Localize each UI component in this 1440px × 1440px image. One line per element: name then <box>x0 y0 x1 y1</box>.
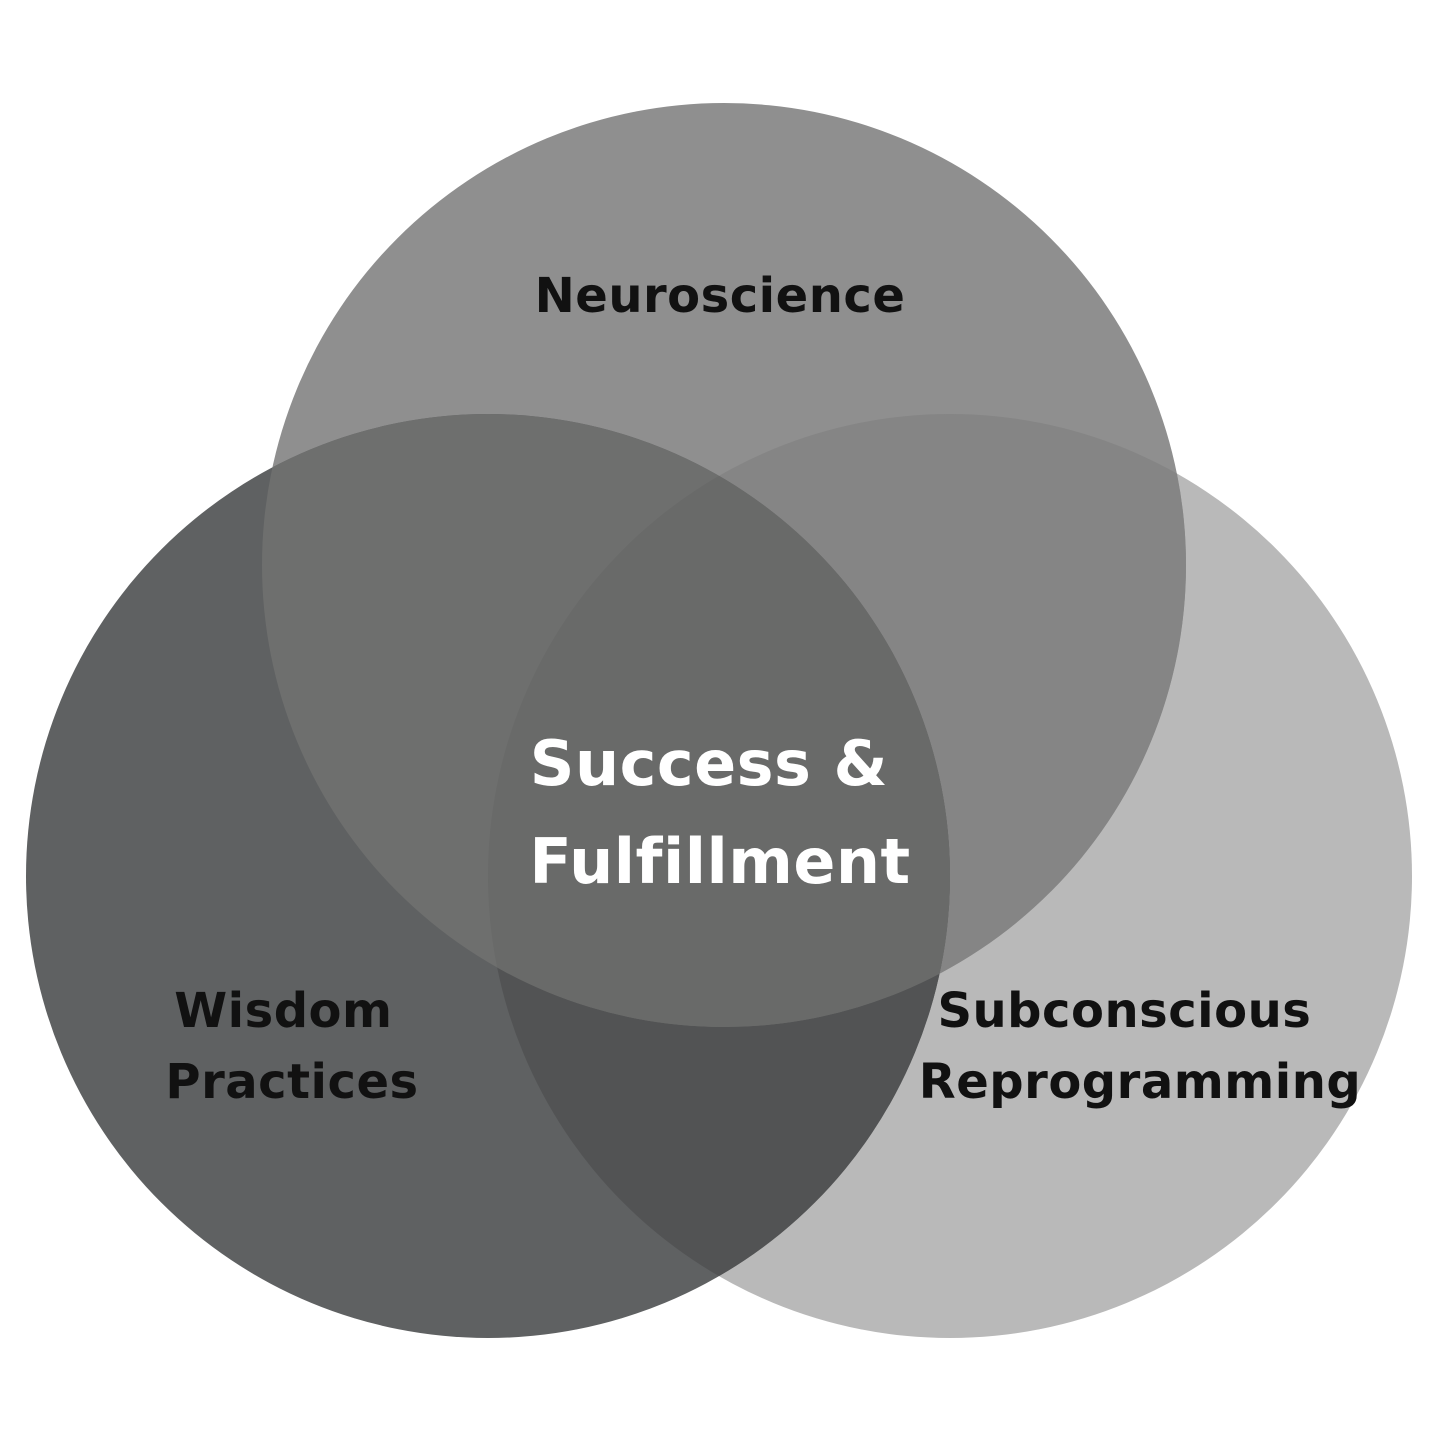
neuroscience-label: Neuroscience <box>535 268 906 324</box>
wisdom-practices-label: Wisdom Practices <box>165 983 418 1110</box>
success-fulfillment-label: Success & Fulfillment <box>529 727 910 898</box>
subconscious-reprogramming-label: Subconscious Reprogramming <box>919 983 1361 1110</box>
center-overlap <box>488 414 950 1027</box>
